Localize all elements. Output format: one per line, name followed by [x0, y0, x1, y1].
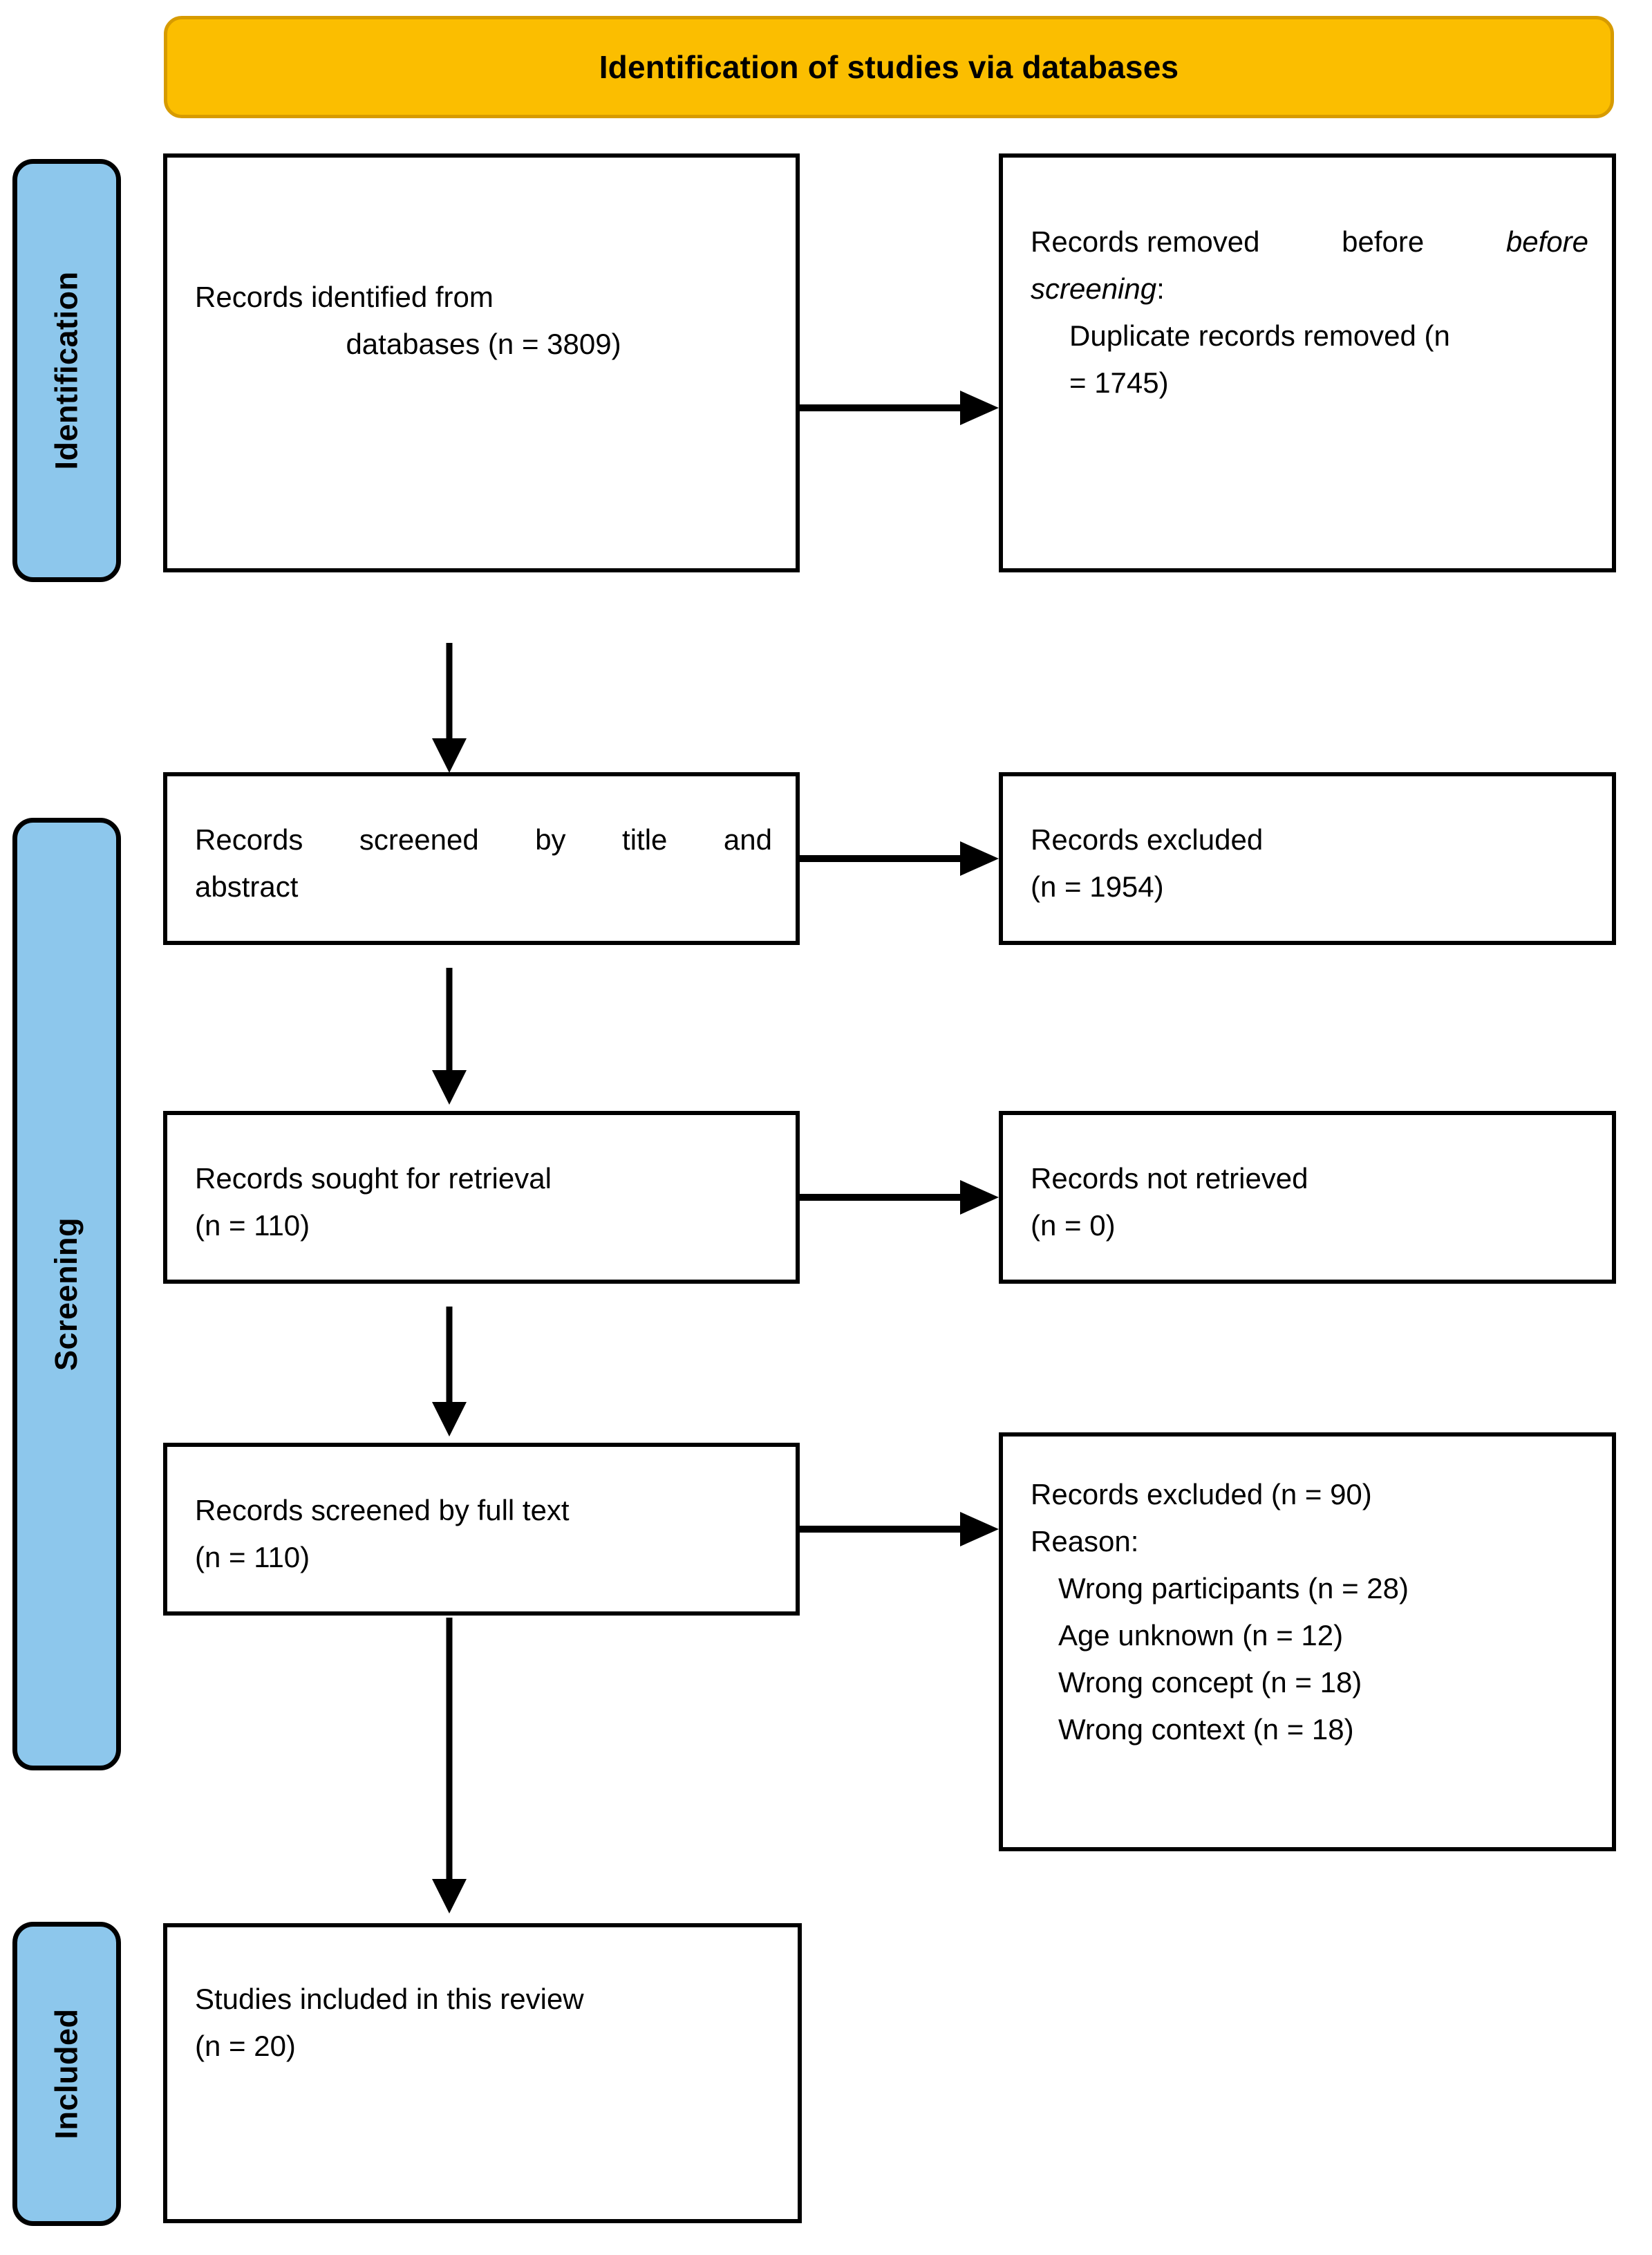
screened-ta-w1: Records [195, 823, 303, 856]
records-removed-line2: screening: [1031, 265, 1588, 312]
box-records-identified: Records identified from databases (n = 3… [163, 153, 800, 572]
box-records-removed-text: Records removed before before screening:… [1031, 218, 1588, 406]
notretrieved-line2: (n = 0) [1031, 1209, 1116, 1242]
stage-bar-identification-label: Identification [48, 271, 84, 470]
box-records-sought-for-retrieval: Records sought for retrieval (n = 110) [163, 1111, 800, 1284]
box-records-identified-text: Records identified from databases (n = 3… [195, 274, 772, 368]
stage-bar-included-label: Included [48, 2008, 84, 2140]
records-removed-colon: : [1156, 272, 1165, 306]
screened-ta-w2: screened [359, 823, 479, 856]
records-removed-word-before: before [1505, 225, 1588, 258]
header-banner: Identification of studies via databases [164, 16, 1614, 118]
arrow-identified-to-screened-title [429, 643, 470, 774]
box-records-removed-before-screening: Records removed before before screening:… [999, 153, 1616, 572]
box-records-screened-title-abstract: Records screened by title and abstract [163, 772, 800, 945]
stage-bar-screening: Screening [12, 818, 121, 1770]
arrow-screened-full-to-included [429, 1618, 470, 1915]
sought-line2: (n = 110) [195, 1209, 310, 1242]
arrow-identified-to-removed [800, 384, 1000, 432]
stage-bar-included: Included [12, 1922, 121, 2226]
arrow-screened-title-to-excluded [800, 834, 1000, 883]
fulltext-line2: (n = 110) [195, 1541, 310, 1574]
excludedfull-reason-4: Wrong context (n = 18) [1058, 1713, 1354, 1746]
arrow-sought-to-screened-full [429, 1307, 470, 1438]
box-records-not-retrieved-text: Records not retrieved (n = 0) [1031, 1155, 1588, 1249]
box-records-excluded-full-text-text: Records excluded (n = 90) Reason: Wrong … [1031, 1471, 1588, 1753]
screened-ta-w5: and [723, 823, 772, 856]
screened-ta-line1: Records screened by title and [195, 816, 772, 863]
records-removed-line3: Duplicate records removed (n [1069, 319, 1450, 353]
records-removed-line1: Records removed before before [1031, 218, 1588, 265]
screened-ta-line2: abstract [195, 870, 299, 904]
screened-ta-w3: by [535, 823, 566, 856]
fulltext-line1: Records screened by full text [195, 1494, 570, 1526]
arrow-screened-full-to-excluded-full [800, 1505, 1000, 1553]
sought-line1: Records sought for retrieval [195, 1162, 552, 1195]
box-records-screened-full-text: Records screened by full text (n = 110) [163, 1443, 800, 1616]
excludedfull-reason-2: Age unknown (n = 12) [1058, 1619, 1344, 1652]
records-removed-line4: = 1745) [1069, 366, 1169, 400]
box-records-sought-text: Records sought for retrieval (n = 110) [195, 1155, 772, 1249]
box-records-screened-full-text-text: Records screened by full text (n = 110) [195, 1487, 772, 1581]
included-line1: Studies included in this review [195, 1983, 584, 2015]
box-records-not-retrieved: Records not retrieved (n = 0) [999, 1111, 1616, 1284]
box-records-excluded-title-abstract-text: Records excluded (n = 1954) [1031, 816, 1588, 910]
arrow-sought-to-not-retrieved [800, 1173, 1000, 1222]
box-records-screened-title-abstract-text: Records screened by title and abstract [195, 816, 772, 910]
excluded-ta-line1: Records excluded [1031, 823, 1264, 856]
excludedfull-line1: Records excluded (n = 90) [1031, 1478, 1372, 1510]
excludedfull-reason-3: Wrong concept (n = 18) [1058, 1666, 1362, 1699]
excluded-ta-line2: (n = 1954) [1031, 870, 1164, 904]
records-identified-line1: Records identified from [195, 281, 494, 313]
records-removed-word-records: Records removed [1031, 225, 1260, 258]
notretrieved-line1: Records not retrieved [1031, 1162, 1308, 1195]
screened-ta-w4: title [622, 823, 668, 856]
included-line2: (n = 20) [195, 2030, 296, 2063]
records-removed-word-removed: before [1342, 225, 1425, 258]
excludedfull-reason-1: Wrong participants (n = 28) [1058, 1572, 1409, 1605]
box-records-excluded-title-abstract: Records excluded (n = 1954) [999, 772, 1616, 945]
records-identified-line2: databases (n = 3809) [346, 328, 621, 361]
box-records-excluded-full-text: Records excluded (n = 90) Reason: Wrong … [999, 1432, 1616, 1851]
header-banner-label: Identification of studies via databases [599, 49, 1179, 85]
arrow-screened-title-to-sought [429, 968, 470, 1106]
records-removed-word-screening: screening [1031, 272, 1157, 306]
stage-bar-identification: Identification [12, 159, 121, 582]
stage-bar-screening-label: Screening [48, 1217, 84, 1372]
box-studies-included-text: Studies included in this review (n = 20) [195, 1976, 774, 2070]
excludedfull-reason-label: Reason: [1031, 1525, 1139, 1558]
box-studies-included-in-review: Studies included in this review (n = 20) [163, 1923, 802, 2223]
